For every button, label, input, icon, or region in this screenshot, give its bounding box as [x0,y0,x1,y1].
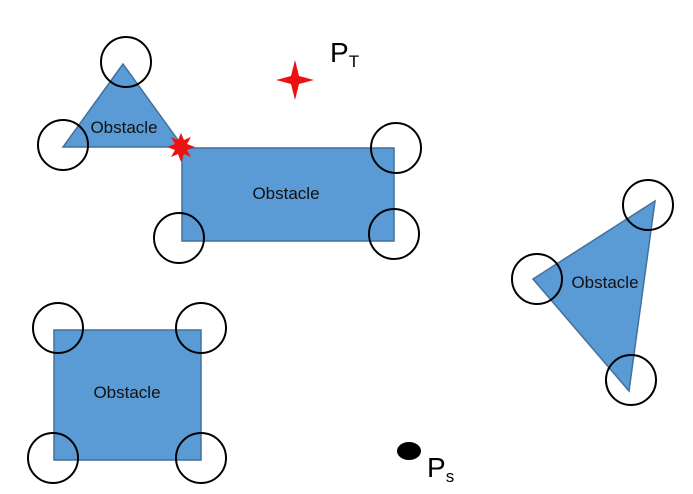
vertex-circle-icon [370,122,422,174]
vertex-circle-icon [368,208,420,260]
vertex-circle-icon [175,302,227,354]
vertex-circle-icon [622,179,674,231]
vertex-circle-icon [511,253,563,305]
collision-marker [167,133,195,162]
vertex-circle-icon [37,119,89,171]
obstacle-rectangle-top-shape [181,147,395,242]
vertex-circle-icon [32,302,84,354]
vertex-circle-icon [27,432,79,484]
vertex-circle-icon [605,354,657,406]
obstacle-label: Obstacle [571,273,638,292]
vertex-circle-icon [153,212,205,264]
black-dot-icon [397,442,421,460]
target-point: PT [276,37,359,100]
target-label: PT [330,37,359,71]
obstacle-rectangle-top: Obstacle [181,147,395,242]
obstacle-triangle-left: Obstacle [61,62,185,148]
obstacle-triangle-right: Obstacle [531,199,656,393]
obstacle-label: Obstacle [93,383,160,402]
obstacle-label: Obstacle [252,184,319,203]
obstacle-square-bottom-shape [53,329,202,461]
vertex-circle-icon [175,432,227,484]
vertex-circle-icon [100,36,152,88]
obstacle-square-bottom: Obstacle [53,329,202,461]
start-point: Ps [397,442,454,486]
red-burst-icon [167,133,195,162]
obstacle-label: Obstacle [90,118,157,137]
red-four-point-star-icon [276,60,314,100]
vertex-circles [27,36,674,484]
obstacle-triangle-right-shape [531,199,656,393]
start-label: Ps [427,452,454,486]
obstacle-triangle-left-shape [61,62,185,148]
